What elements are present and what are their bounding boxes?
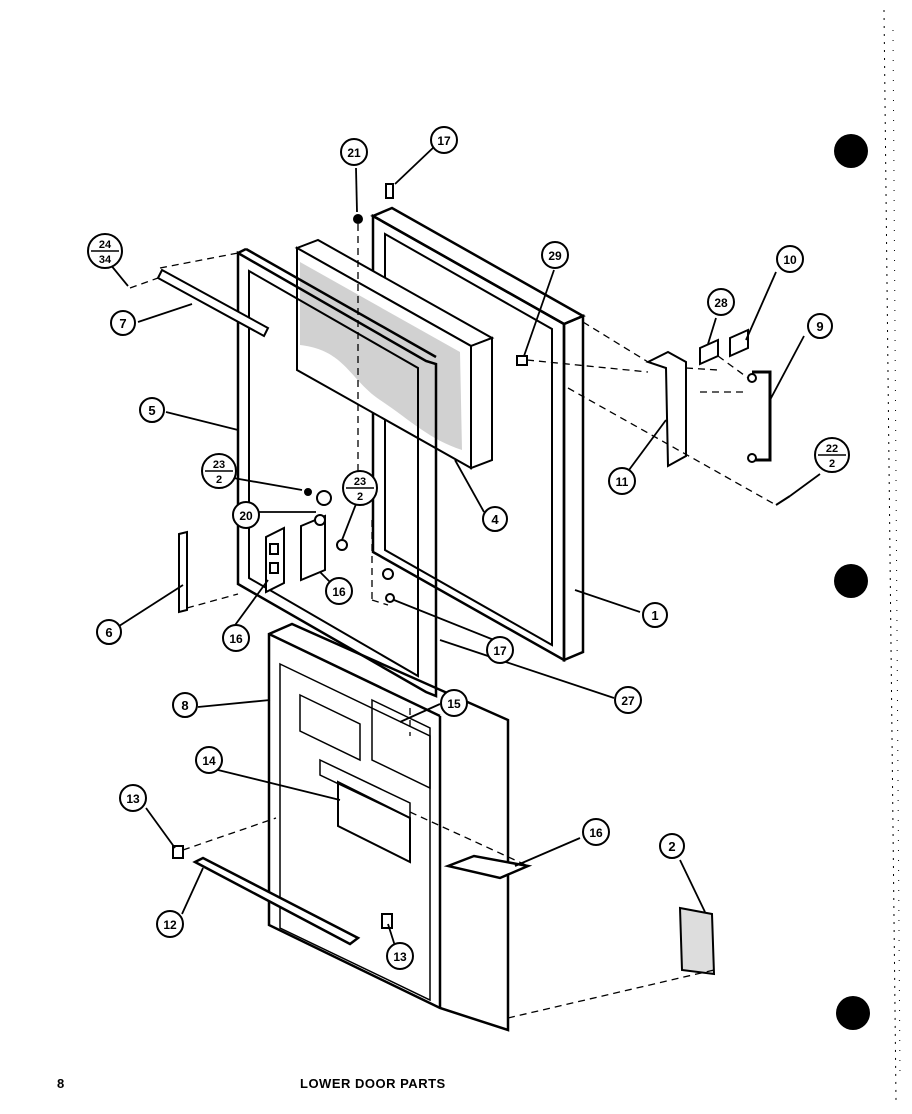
page-title: LOWER DOOR PARTS [300, 1076, 446, 1091]
svg-text:2: 2 [829, 458, 835, 470]
callout-12: 12 [156, 910, 184, 938]
callout-7: 7 [110, 310, 136, 336]
callout-21: 21 [340, 138, 368, 166]
callout-11: 11 [608, 467, 636, 495]
svg-text:13: 13 [393, 950, 407, 964]
svg-text:16: 16 [229, 632, 243, 646]
svg-text:2: 2 [357, 491, 363, 503]
page-number: 8 [57, 1076, 65, 1091]
part-1-outer-door-panel [370, 206, 586, 663]
callout-22-over-2: 22 2 [814, 437, 850, 473]
svg-text:22: 22 [826, 443, 838, 455]
svg-text:23: 23 [213, 459, 225, 471]
callout-8: 8 [172, 692, 198, 718]
svg-text:13: 13 [126, 792, 140, 806]
svg-text:16: 16 [589, 826, 603, 840]
svg-text:17: 17 [493, 644, 507, 658]
callout-28: 28 [707, 288, 735, 316]
callout-23-over-2-right: 23 2 [342, 470, 378, 506]
svg-text:17: 17 [437, 134, 451, 148]
callout-29: 29 [541, 241, 569, 269]
handle-assembly [645, 328, 791, 506]
svg-text:4: 4 [491, 512, 499, 527]
svg-text:2: 2 [668, 839, 675, 854]
callout-10: 10 [776, 245, 804, 273]
svg-text:16: 16 [332, 585, 346, 599]
svg-text:20: 20 [239, 509, 253, 523]
part-29-clip [516, 355, 528, 366]
part-13-clip-left [172, 845, 184, 859]
binder-hole-bottom [836, 996, 870, 1030]
callout-14: 14 [195, 746, 223, 774]
svg-text:29: 29 [548, 249, 562, 263]
binder-hole-top [834, 134, 868, 168]
svg-text:14: 14 [202, 754, 216, 768]
binder-hole-middle [834, 564, 868, 598]
svg-text:7: 7 [119, 316, 126, 331]
callout-17-bottom: 17 [486, 636, 514, 664]
callout-15: 15 [440, 689, 468, 717]
part-16-tray [443, 854, 533, 880]
callout-16-frame: 16 [222, 624, 250, 652]
part-8-lower-door-panel [267, 622, 510, 1032]
part-16-hinge-plate [265, 526, 285, 594]
top-pin-hardware [353, 183, 394, 224]
callout-16-tray: 16 [582, 818, 610, 846]
svg-text:23: 23 [354, 476, 366, 488]
part-5-door-frame [236, 247, 438, 698]
hinge-bracket-assembly [300, 488, 395, 603]
part-7-top-trim [156, 268, 270, 338]
callout-16-bracket: 16 [325, 577, 353, 605]
svg-text:21: 21 [347, 146, 361, 160]
svg-text:5: 5 [148, 403, 155, 418]
callout-2: 2 [659, 833, 685, 859]
svg-text:27: 27 [621, 694, 635, 708]
callout-4: 4 [482, 506, 508, 532]
callout-17-top: 17 [430, 126, 458, 154]
svg-text:1: 1 [651, 608, 658, 623]
callout-13-right: 13 [386, 942, 414, 970]
part-12-bottom-trim [192, 856, 361, 946]
callout-27: 27 [614, 686, 642, 714]
svg-text:2: 2 [216, 474, 222, 486]
part-2-insulation-pad [678, 906, 716, 976]
svg-text:24: 24 [99, 239, 112, 251]
part-6-side-strip [178, 530, 188, 614]
svg-text:28: 28 [714, 296, 728, 310]
callout-5: 5 [139, 397, 165, 423]
svg-text:11: 11 [616, 475, 629, 489]
alignment-lines [129, 224, 777, 1019]
callout-1: 1 [642, 602, 668, 628]
callout-9: 9 [807, 313, 833, 339]
callout-6: 6 [96, 619, 122, 645]
svg-text:9: 9 [816, 319, 823, 334]
callout-20: 20 [232, 501, 260, 529]
svg-text:6: 6 [105, 625, 112, 640]
callout-23-over-2-left: 23 2 [201, 453, 237, 489]
svg-text:10: 10 [783, 253, 797, 267]
scan-edge-noise [883, 9, 901, 1101]
svg-text:34: 34 [99, 254, 112, 266]
part-13-clip-right [381, 913, 393, 929]
svg-text:12: 12 [163, 918, 177, 932]
callout-24-over-34: 24 34 [87, 233, 123, 269]
leader-lines [109, 145, 821, 947]
callout-13-left: 13 [119, 784, 147, 812]
svg-text:8: 8 [181, 698, 188, 713]
svg-text:15: 15 [447, 697, 461, 711]
